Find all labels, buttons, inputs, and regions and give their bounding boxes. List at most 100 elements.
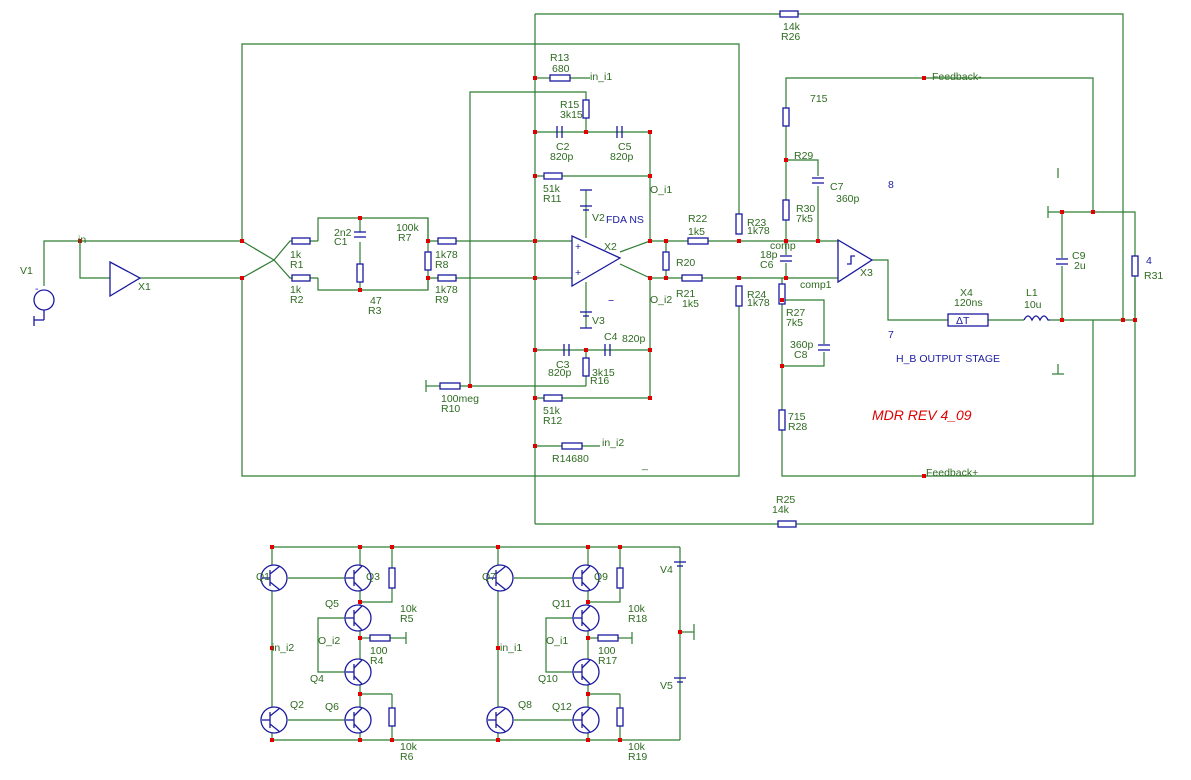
- label-c8-val: 360p: [790, 339, 814, 351]
- label-o-i2: O_i2: [650, 294, 672, 306]
- r13-resistor: [549, 74, 571, 82]
- label-r6-val: 10k: [400, 741, 418, 753]
- label-r3: R3: [368, 305, 382, 317]
- q2-transistor: [260, 706, 288, 734]
- label-q7: Q7: [482, 571, 496, 583]
- junction-dots: [78, 76, 1137, 742]
- r31-resistor: [1131, 255, 1139, 277]
- label-r23: R23: [747, 217, 766, 229]
- label-hb-output: H_B OUTPUT STAGE: [896, 353, 1000, 365]
- label-in: in: [78, 234, 86, 246]
- label-c7-val: 360p: [836, 193, 860, 205]
- label-r9-val: 1k78: [435, 284, 458, 296]
- label-c3: C3: [556, 359, 570, 371]
- c5-capacitor: [616, 126, 623, 138]
- label-r21-val: 1k5: [682, 298, 699, 310]
- c2-capacitor: [556, 126, 563, 138]
- label-q4: Q4: [310, 673, 324, 685]
- label-r19: R19: [628, 751, 647, 763]
- label-715: 715: [810, 93, 828, 105]
- label-r30: R30: [796, 203, 815, 215]
- label-r8-val: 1k78: [435, 249, 458, 261]
- label-x4: X4: [960, 287, 973, 299]
- label-c1-val: 2n2: [334, 227, 352, 239]
- label-in-i2: in_i2: [602, 437, 624, 449]
- label-c6: C6: [760, 259, 774, 271]
- label-in-i2-b: in_i2: [272, 642, 294, 654]
- svg-text:_: _: [641, 459, 648, 471]
- label-q6: Q6: [325, 701, 339, 713]
- label-r12-val: 51k: [543, 405, 561, 417]
- wires: [43, 13, 1136, 741]
- x3-comparator: [837, 238, 874, 284]
- c4-capacitor: [604, 344, 611, 356]
- label-node-8: 8: [888, 179, 894, 191]
- c8-capacitor: [818, 344, 830, 351]
- q6-transistor: [344, 706, 372, 734]
- label-r20: R20: [676, 257, 695, 269]
- label-comp1: comp1: [800, 279, 832, 291]
- label-feedback-plus: Feedback+: [926, 467, 978, 479]
- label-x1: X1: [138, 281, 151, 293]
- label-v3: V3: [592, 315, 605, 327]
- r3-resistor: [356, 263, 364, 283]
- label-r2: R2: [290, 294, 304, 306]
- r22-resistor: [687, 237, 709, 245]
- label-l1-val: 10u: [1024, 299, 1042, 311]
- r25-resistor: [777, 520, 797, 528]
- r9-resistor: [437, 274, 457, 282]
- label-r28: R28: [788, 421, 807, 433]
- label-r22-val: 1k5: [688, 226, 705, 238]
- label-r30-val: 7k5: [796, 213, 813, 225]
- label-r4-val: 100: [370, 645, 388, 657]
- label-x2: X2: [604, 241, 617, 253]
- c6-capacitor: [780, 255, 792, 262]
- label-r3-val: 47: [370, 295, 382, 307]
- label-r26-val: 14k: [783, 21, 801, 33]
- label-r16: R16: [590, 375, 609, 387]
- q12-transistor: [572, 706, 600, 734]
- label-r7-val: 100k: [396, 222, 420, 234]
- label-c6-val: 18p: [760, 249, 778, 261]
- label-r1: R1: [290, 259, 304, 271]
- svg-text:+: +: [575, 267, 581, 279]
- v5-source: [674, 677, 686, 683]
- label-r10-val: 100meg: [441, 393, 479, 405]
- label-v1: V1: [20, 265, 33, 277]
- label-in-i1: in_i1: [590, 71, 612, 83]
- label-in-i1-b: in_i1: [500, 642, 522, 654]
- q3-transistor: [344, 564, 372, 592]
- label-r24: R24: [747, 289, 766, 301]
- label-r28-val: 715: [788, 411, 806, 423]
- label-r17: R17: [598, 655, 617, 667]
- label-r26: R26: [781, 31, 800, 43]
- transistors: [260, 564, 600, 734]
- label-delta-t: ΔT: [956, 315, 970, 327]
- label-x4-val: 120ns: [954, 297, 983, 309]
- label-q1: Q1: [256, 571, 270, 583]
- label-r5: R5: [400, 613, 414, 625]
- label-r9: R9: [435, 294, 449, 306]
- label-v2: V2: [592, 212, 605, 224]
- label-r18: R18: [628, 613, 647, 625]
- r11-resistor: [543, 172, 563, 180]
- l1-inductor: [1023, 315, 1050, 322]
- label-c4: C4: [604, 331, 618, 343]
- r19-resistor: [616, 707, 624, 727]
- label-c4-val: 820p: [622, 333, 646, 345]
- label-o-i1: O_i1: [650, 184, 672, 196]
- label-c5-val: 820p: [610, 151, 634, 163]
- label-c8: C8: [794, 349, 808, 361]
- r17-resistor: [597, 634, 619, 642]
- label-r14: R14680: [552, 453, 589, 465]
- label-q2: Q2: [290, 699, 304, 711]
- r8-resistor: [437, 237, 457, 245]
- r16-resistor: [582, 357, 590, 377]
- r20-resistor: [662, 251, 670, 271]
- label-r19-val: 10k: [628, 741, 646, 753]
- label-comp: comp: [770, 240, 796, 252]
- label-q5: Q5: [325, 598, 339, 610]
- r14-resistor: [561, 442, 583, 450]
- c9-capacitor: [1056, 258, 1068, 265]
